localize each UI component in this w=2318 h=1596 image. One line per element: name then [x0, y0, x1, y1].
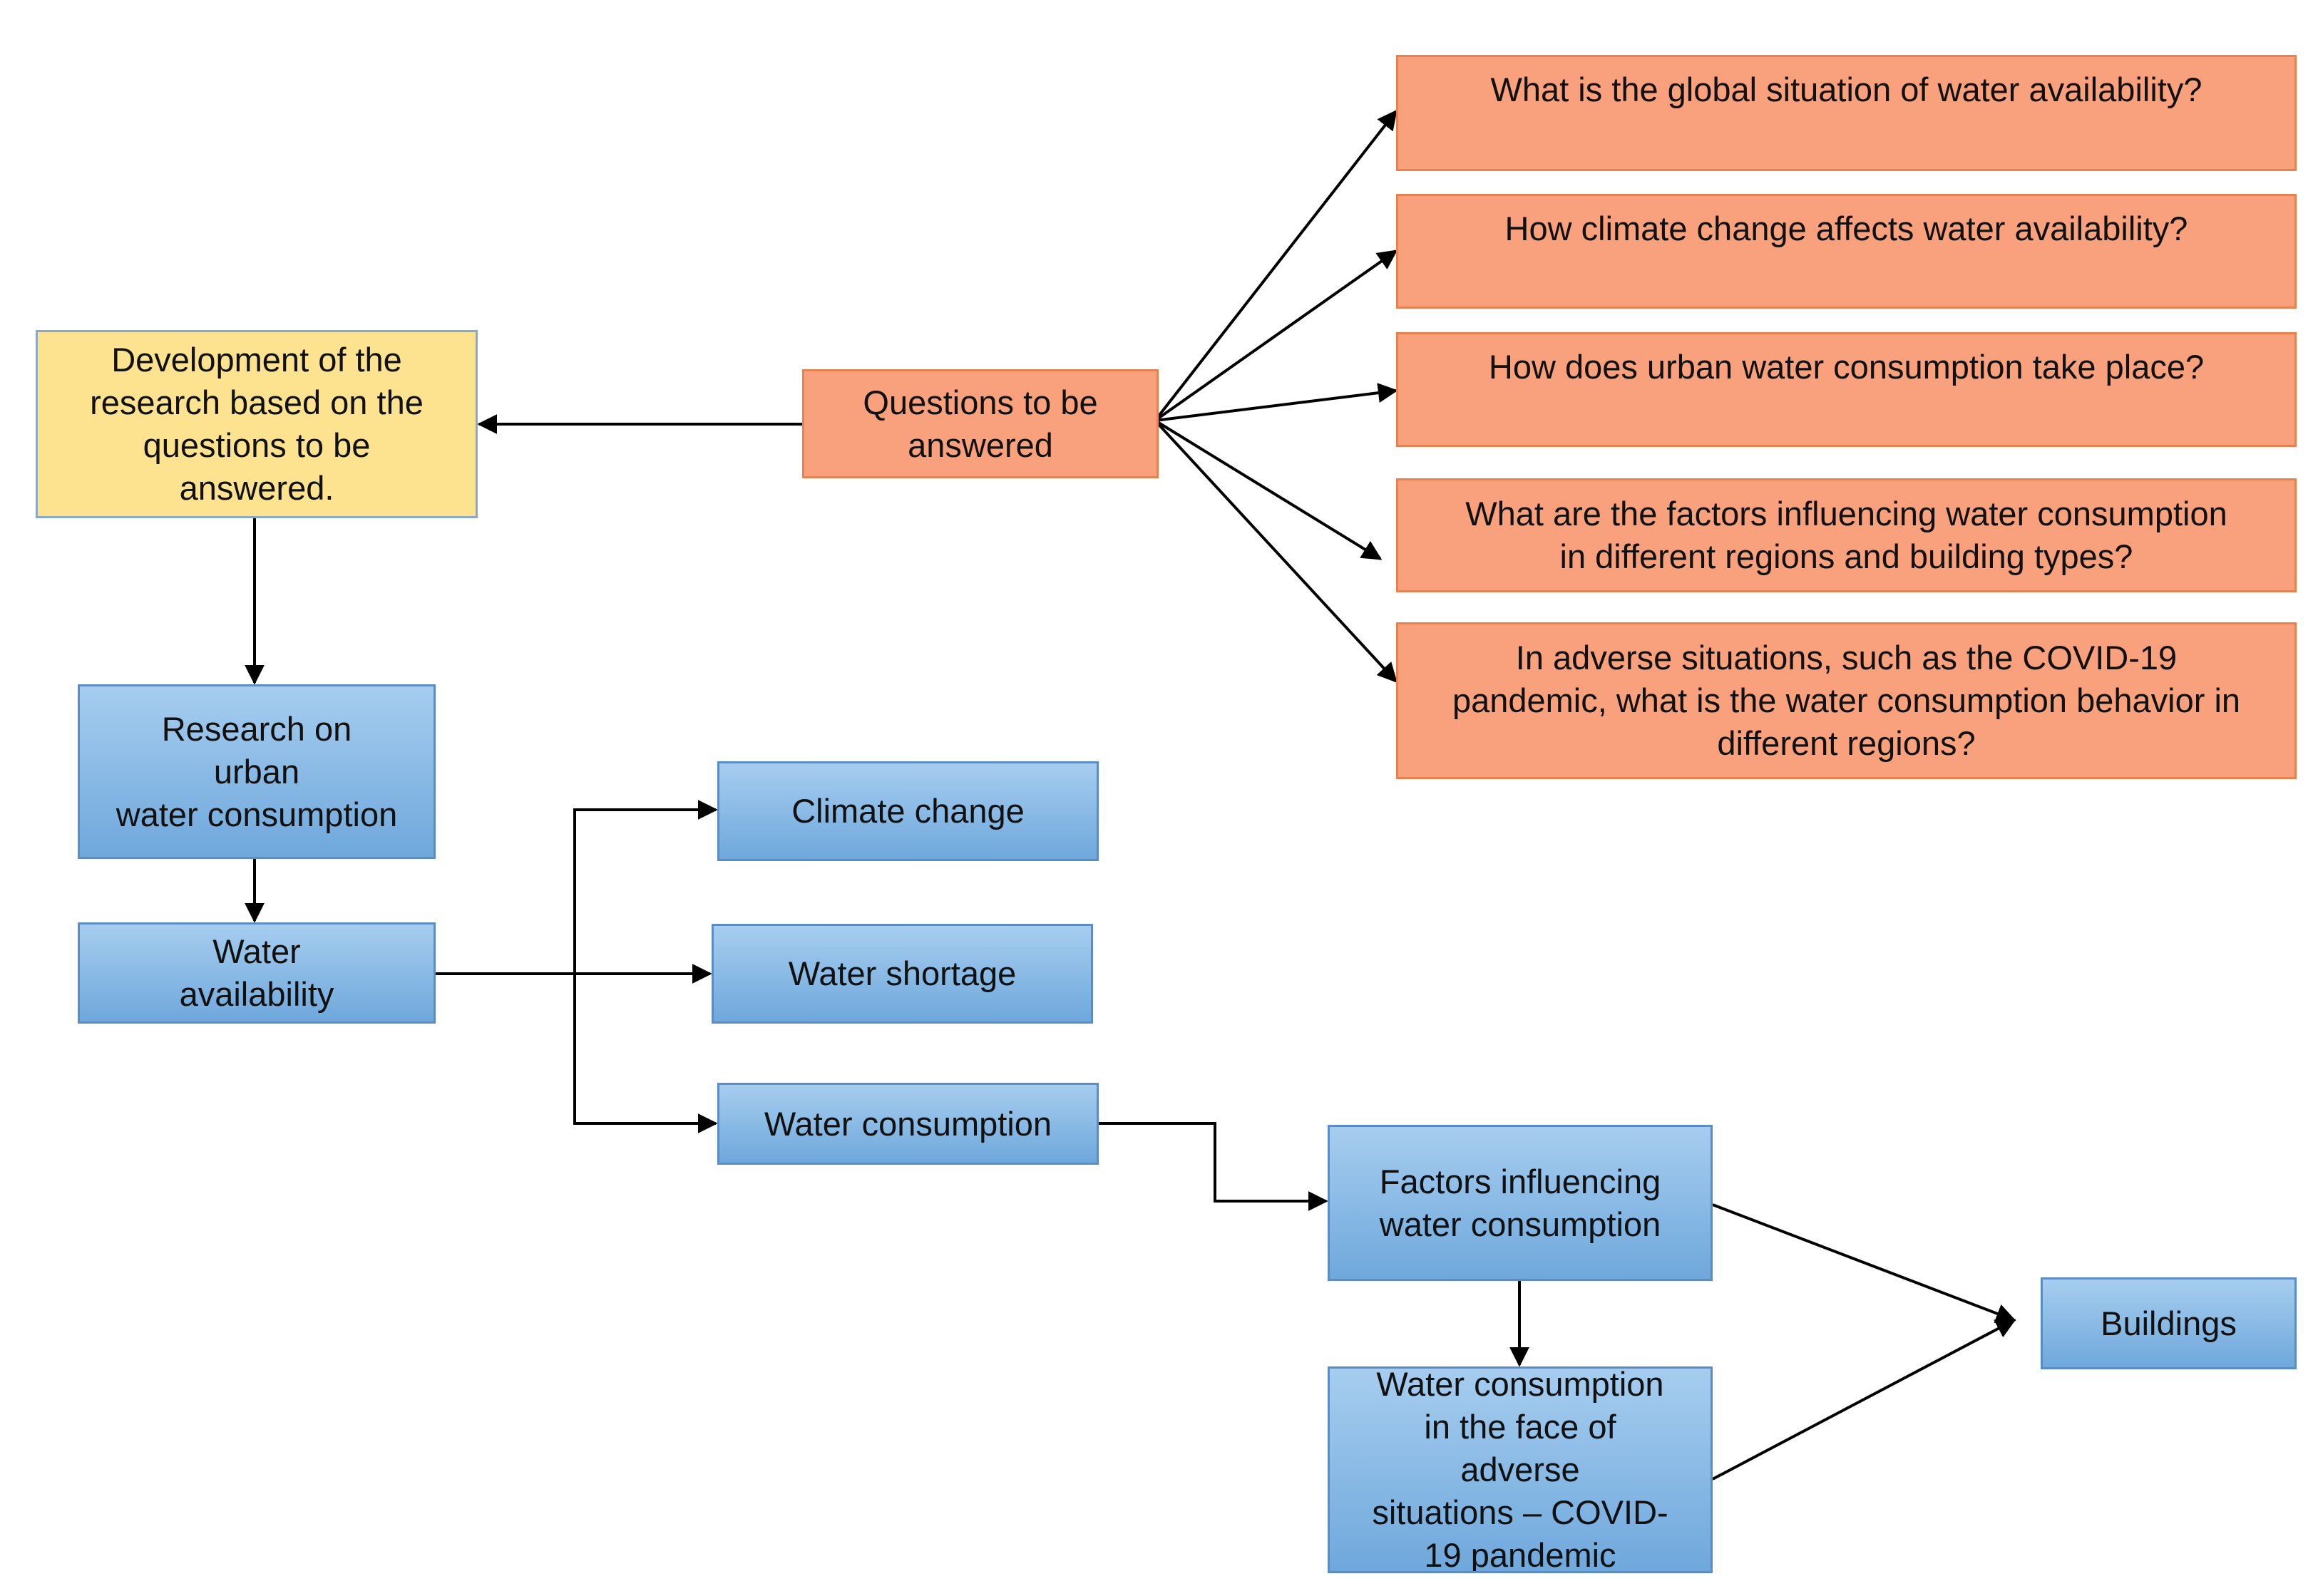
water-availability-label: Water availability [179, 932, 334, 1013]
water-shortage-label: Water shortage [788, 954, 1017, 992]
arrow-consumption-to-factors [1099, 1122, 1328, 1211]
questions-box: Questions to be answered [802, 369, 1159, 478]
arrow-questions-to-q5 [1154, 419, 1398, 684]
arrow-questions-to-q4 [1154, 419, 1383, 560]
adverse-situations-box: Water consumption in the face of adverse… [1328, 1366, 1713, 1573]
question-2-label: How climate change affects water availab… [1504, 210, 2188, 247]
buildings-label: Buildings [2101, 1304, 2237, 1342]
buildings-box: Buildings [2041, 1277, 2297, 1369]
arrow-questions-to-q2 [1154, 249, 1398, 422]
adverse-situations-label: Water consumption in the face of adverse… [1372, 1366, 1668, 1573]
arrow-questions-to-q3 [1154, 383, 1398, 422]
arrow-adverse-to-buildings [1712, 1319, 2016, 1481]
question-2-box: How climate change affects water availab… [1396, 194, 2297, 309]
arrow-factors-to-buildings [1712, 1203, 2016, 1324]
questions-label: Questions to be answered [863, 383, 1098, 464]
development-box: Development of the research based on the… [36, 330, 478, 518]
climate-change-label: Climate change [791, 792, 1025, 830]
arrow-availability-to-climate [573, 800, 718, 974]
question-3-box: How does urban water consumption take pl… [1396, 332, 2297, 447]
question-5-box: In adverse situations, such as the COVID… [1396, 622, 2297, 779]
research-label: Research on urban water consumption [116, 709, 398, 833]
development-label: Development of the research based on the… [90, 341, 424, 507]
arrow-questions-to-q1 [1154, 109, 1398, 422]
question-5-label: In adverse situations, such as the COVID… [1452, 639, 2241, 762]
question-3-label: How does urban water consumption take pl… [1488, 348, 2205, 386]
water-consumption-box: Water consumption [717, 1083, 1099, 1165]
factors-box: Factors influencing water consumption [1328, 1125, 1713, 1281]
question-1-label: What is the global situation of water av… [1490, 71, 2202, 108]
water-availability-box: Water availability [78, 922, 436, 1024]
water-consumption-label: Water consumption [764, 1104, 1052, 1143]
question-1-box: What is the global situation of water av… [1396, 55, 2297, 171]
climate-change-box: Climate change [717, 761, 1099, 861]
factors-label: Factors influencing water consumption [1379, 1162, 1661, 1243]
question-4-label: What are the factors influencing water c… [1465, 495, 2227, 575]
research-box: Research on urban water consumption [78, 684, 436, 859]
question-4-box: What are the factors influencing water c… [1396, 478, 2297, 592]
arrow-availability-to-consumption [573, 974, 718, 1133]
water-shortage-box: Water shortage [712, 924, 1093, 1024]
